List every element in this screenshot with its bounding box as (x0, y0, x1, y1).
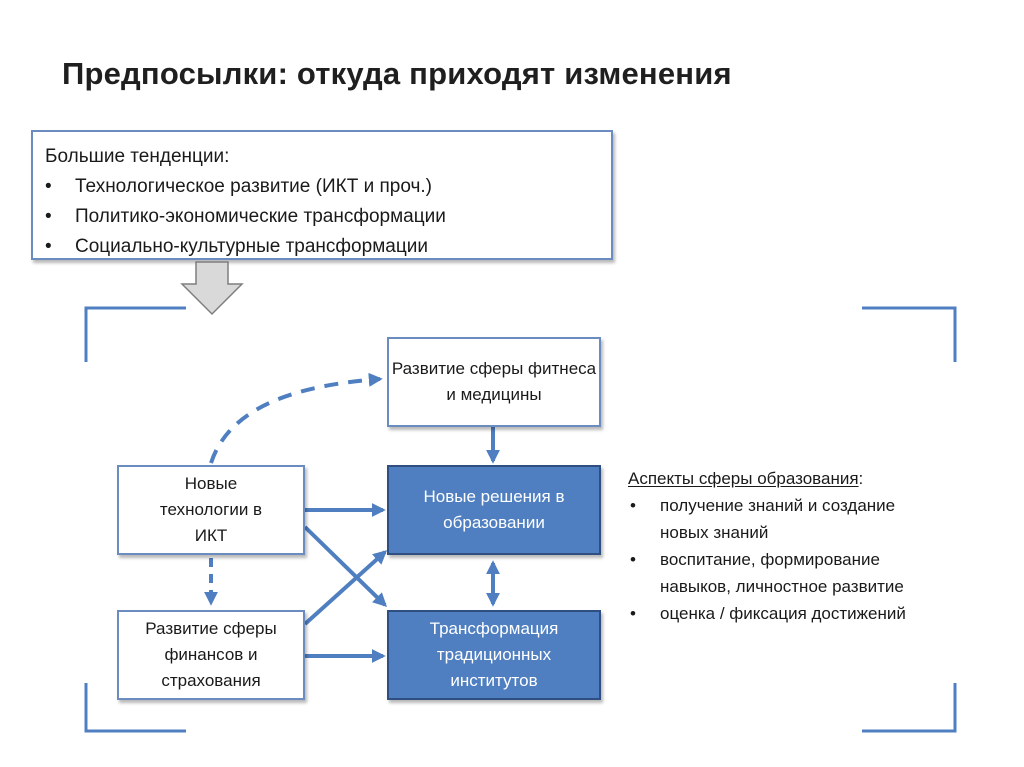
page-title: Предпосылки: откуда приходят изменения (62, 56, 732, 91)
trends-list: •Технологическое развитие (ИКТ и проч.) … (45, 172, 599, 262)
aspect-item: •оценка / фиксация достижений (628, 600, 948, 627)
node-education-solutions: Новые решения в образовании (387, 465, 601, 555)
aspects-heading: Аспекты сферы образования: (628, 469, 864, 488)
node-finance-insurance: Развитие сферы финансов и страхования (117, 610, 305, 700)
big-down-arrow-icon (180, 261, 244, 316)
bracket-bottom-right (862, 683, 957, 733)
bullet-icon: • (45, 206, 52, 227)
aspects-list: •получение знаний и создание новых знани… (628, 492, 948, 627)
node-fitness-medicine: Развитие сферы фитнеса и медицины (387, 337, 601, 427)
aspect-item: •получение знаний и создание новых знани… (628, 492, 948, 546)
node-new-ict: Новые технологии в ИКТ (117, 465, 305, 555)
bullet-icon: • (630, 496, 636, 515)
node-institutions-transformation: Трансформация традиционных институтов (387, 610, 601, 700)
arrow-finance-to-education (303, 550, 388, 626)
bullet-icon: • (630, 550, 636, 569)
trends-box: Большие тенденции: •Технологическое разв… (31, 130, 613, 260)
bracket-top-right (862, 306, 957, 362)
trend-item: •Технологическое развитие (ИКТ и проч.) (45, 172, 599, 202)
frame-brackets (84, 306, 957, 733)
trend-item: •Социально-культурные трансформации (45, 232, 599, 262)
bracket-bottom-left (84, 683, 186, 733)
trend-item: •Политико-экономические трансформации (45, 202, 599, 232)
bullet-icon: • (45, 176, 52, 197)
education-aspects: Аспекты сферы образования: •получение зн… (628, 465, 948, 627)
bullet-icon: • (630, 604, 636, 623)
aspect-item: •воспитание, формирование навыков, лично… (628, 546, 948, 600)
arrow-ict-to-fitness (209, 372, 383, 464)
bracket-top-left (84, 306, 186, 362)
bullet-icon: • (45, 236, 52, 257)
trends-heading: Большие тенденции: (45, 146, 230, 167)
arrow-ict-to-institutions (303, 525, 388, 607)
